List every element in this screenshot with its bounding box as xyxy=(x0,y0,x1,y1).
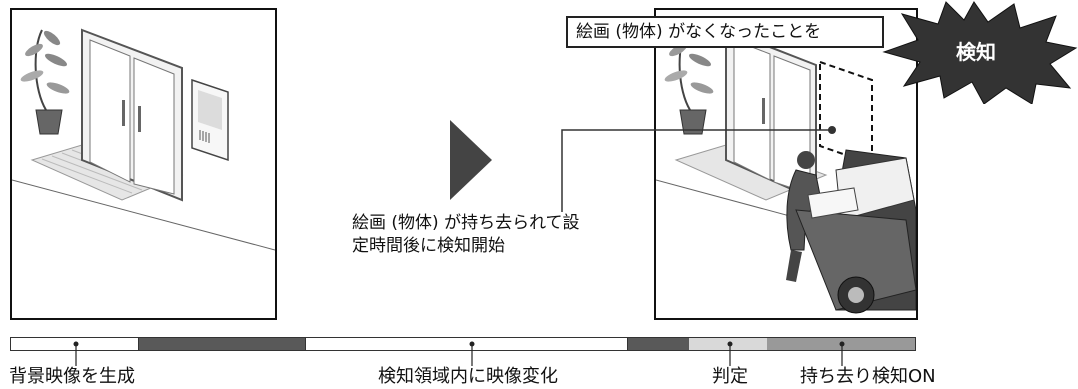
timeline-segment xyxy=(139,338,305,350)
timeline-label-background: 背景映像を生成 xyxy=(9,366,135,387)
center-caption-line1: 絵画 (物体) が持ち去られて設 xyxy=(352,213,580,233)
timeline-segment xyxy=(305,338,628,350)
scene-before-panel xyxy=(10,8,277,320)
pointer-line xyxy=(561,126,836,212)
timeline-segment xyxy=(628,338,689,350)
scene-before-illustration xyxy=(11,28,276,251)
timeline-label-change: 検知領域内に映像変化 xyxy=(378,366,558,387)
center-caption-line2: 定時間後に検知開始 xyxy=(352,236,505,256)
timeline-markers xyxy=(73,341,845,366)
notice-box: 絵画 (物体) がなくなったことを xyxy=(566,16,884,48)
person-icon xyxy=(786,151,822,282)
transition-arrow-icon xyxy=(450,120,492,200)
timeline-label-judge: 判定 xyxy=(712,366,748,387)
timeline-label-removal: 持ち去り検知ON xyxy=(800,366,936,387)
burst-text: 検知 xyxy=(956,40,996,64)
burst-icon xyxy=(882,1,1078,104)
notice-box-text: 絵画 (物体) がなくなったことを xyxy=(576,22,822,42)
scene-after-panel xyxy=(654,8,918,320)
plant-icon xyxy=(20,29,70,135)
scene-after-illustration xyxy=(655,28,917,314)
detection-area-outline xyxy=(819,60,873,166)
